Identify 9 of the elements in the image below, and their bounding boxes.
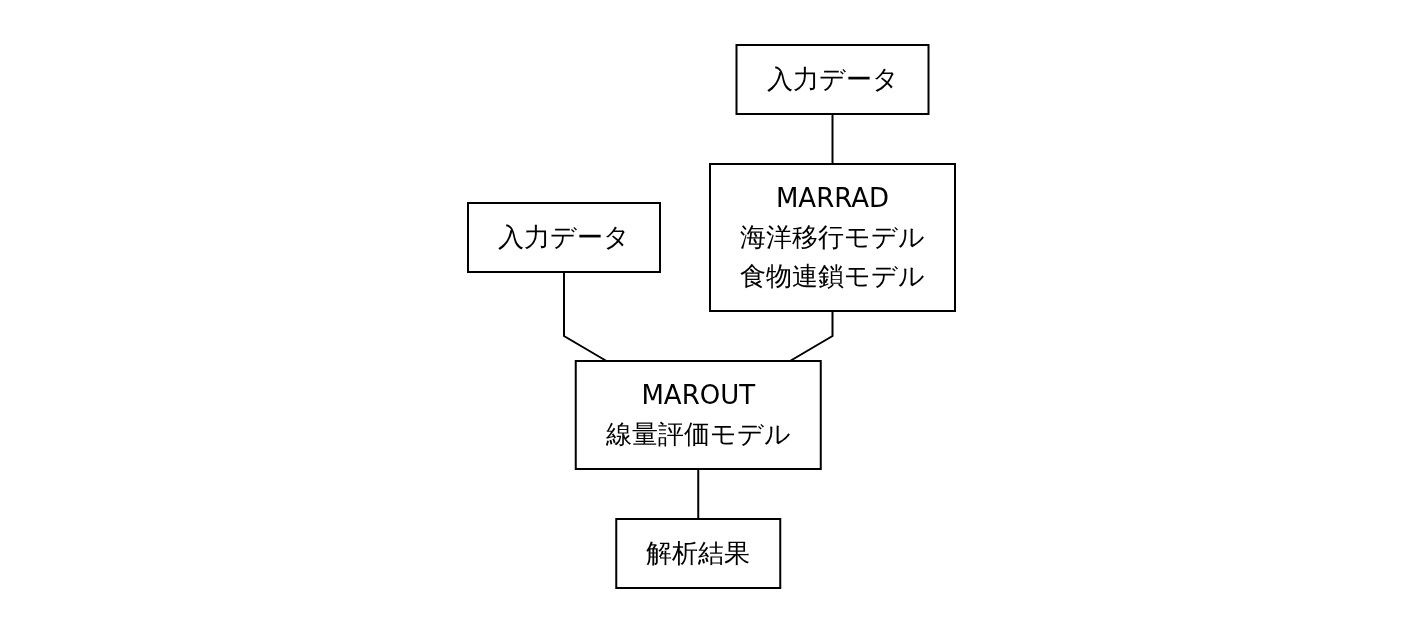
connector	[696, 468, 699, 520]
connector	[562, 271, 607, 362]
node-box: MARRAD 海洋移行モデル 食物連鎖モデル	[708, 163, 956, 312]
node-box: 入力データ	[735, 44, 929, 115]
connector	[788, 310, 833, 362]
node-box: 解析結果	[614, 518, 781, 589]
node-box: 入力データ	[466, 202, 661, 273]
node-box: MAROUT 線量評価モデル	[574, 360, 822, 470]
connector	[831, 113, 833, 165]
